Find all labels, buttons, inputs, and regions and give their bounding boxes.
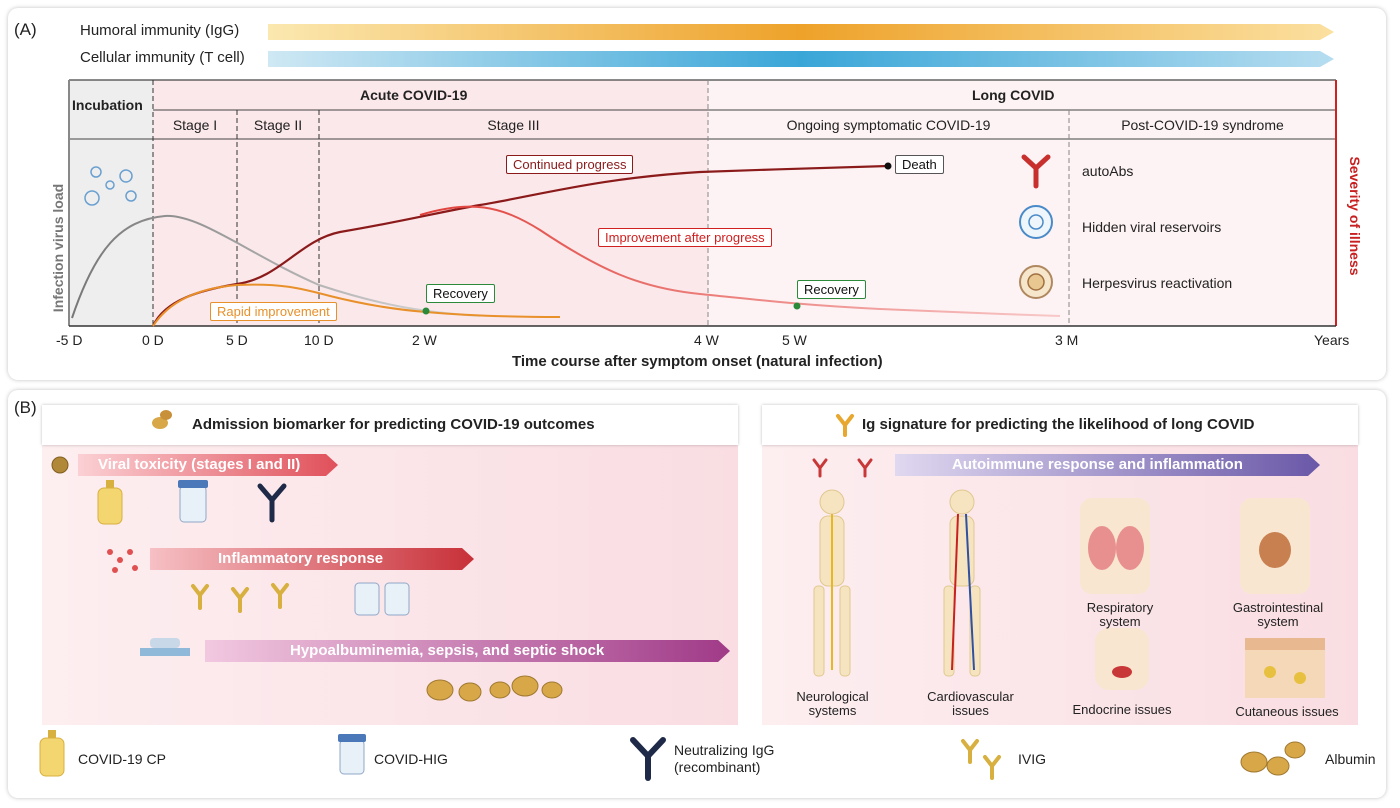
phase-long: Long COVID	[972, 87, 1055, 103]
autoimmune-arrow	[895, 454, 1320, 476]
viral-toxicity-label: Viral toxicity (stages I and II)	[98, 456, 301, 473]
phase-incubation: Incubation	[72, 97, 143, 113]
respiratory-figure	[1080, 498, 1150, 594]
panel-a-label: (A)	[14, 20, 37, 39]
cardiovascular-figure	[943, 489, 981, 677]
cytokine-dots-icon	[107, 549, 138, 573]
inflammatory-label: Inflammatory response	[218, 550, 384, 567]
stage-1: Stage I	[172, 117, 218, 133]
y-axis-left-title: Infection virus load	[50, 183, 66, 313]
legend-nab-icon	[630, 737, 666, 781]
legend-ivig-label: IVIG	[1018, 751, 1047, 767]
tag-continued-progress: Continued progress	[506, 155, 634, 174]
rapid-improvement-curve	[152, 283, 561, 327]
tick-label: 2 W	[412, 332, 437, 348]
endocrine-figure	[1095, 628, 1149, 690]
hypoalbuminemia-arrow	[205, 640, 730, 662]
tick-label: 10 D	[304, 332, 334, 348]
tag-improvement: Improvement after progress	[598, 228, 772, 247]
stage-2: Stage II	[253, 117, 303, 133]
panel-b-graphics	[39, 410, 1325, 781]
recovery-dot-2	[793, 302, 801, 310]
organ-gi-label: Gastrointestinal system	[1232, 600, 1324, 629]
right-header-text: Ig signature for predicting the likeliho…	[862, 416, 1255, 433]
virus-blue-icon	[1019, 205, 1053, 239]
albumin-cluster-icon	[426, 675, 563, 702]
humoral-label: Humoral immunity (IgG)	[80, 22, 240, 39]
organ-endo-label: Endocrine issues	[1072, 702, 1172, 717]
tick-label: 3 M	[1055, 332, 1079, 348]
inflammatory-arrow	[150, 548, 474, 570]
convalescent-plasma-bag-icon	[97, 480, 123, 525]
tick-label: 0 D	[142, 332, 164, 348]
virus-icon	[51, 456, 69, 474]
legend-hig-label: COVID-HIG	[374, 751, 448, 767]
tick-label: 4 W	[694, 332, 719, 348]
skin-figure	[1245, 638, 1325, 698]
panel-a-graphics	[68, 24, 1337, 327]
tick-label: Years	[1314, 332, 1350, 348]
left-header-text: Admission biomarker for predicting COVID…	[192, 416, 595, 433]
hig-vial-icon	[178, 480, 208, 523]
hig-vials-icon	[354, 582, 410, 616]
tick-label: 5 D	[226, 332, 248, 348]
legend-cp-icon	[39, 730, 65, 777]
legend-albumin-label: Albumin	[1325, 751, 1376, 767]
legend-hig-icon	[338, 734, 366, 775]
herpesvirus-icon	[1019, 265, 1053, 299]
death-dot	[884, 162, 892, 170]
side-reservoirs: Hidden viral reservoirs	[1082, 219, 1222, 235]
side-herpes: Herpesvirus reactivation	[1082, 275, 1233, 291]
tag-recovery-2: Recovery	[797, 280, 866, 299]
side-autoabs: autoAbs	[1082, 163, 1134, 179]
tick-label: 5 W	[782, 332, 807, 348]
tag-death: Death	[895, 155, 944, 174]
tag-rapid-improvement: Rapid improvement	[210, 302, 337, 321]
autoimmune-label: Autoimmune response and inflammation	[952, 456, 1243, 473]
antibody-red-icon	[1021, 154, 1051, 189]
tick-label: -5 D	[56, 332, 83, 348]
viral-toxicity-arrow	[78, 454, 338, 476]
x-axis-title: Time course after symptom onset (natural…	[512, 353, 883, 370]
organ-resp-label: Respiratory system	[1086, 600, 1154, 629]
hypoalbuminemia-label: Hypoalbuminemia, sepsis, and septic shoc…	[290, 642, 605, 659]
organ-neuro-label: Neurological systems	[796, 689, 869, 718]
organ-cutaneous-label: Cutaneous issues	[1235, 704, 1339, 719]
stage-post: Post-COVID-19 syndrome	[1121, 117, 1284, 133]
virus-cluster-icon	[84, 166, 137, 206]
legend-albumin-icon	[1240, 741, 1306, 776]
phase-acute: Acute COVID-19	[360, 87, 468, 103]
improvement-curve	[419, 205, 1061, 317]
panel-b-label: (B)	[14, 398, 37, 417]
incubation-bg	[69, 80, 153, 326]
stage-3: Stage III	[487, 117, 540, 133]
hospital-bed-icon	[140, 638, 190, 656]
gastrointestinal-figure	[1240, 498, 1310, 594]
ivig-cluster-icon	[191, 583, 289, 613]
virus-load-curve	[71, 214, 481, 319]
cellular-arrow	[268, 51, 1334, 67]
cellular-label: Cellular immunity (T cell)	[80, 49, 245, 66]
humoral-arrow	[268, 24, 1334, 40]
legend-cp-label: COVID-19 CP	[78, 751, 166, 767]
legend-ivig-icon	[961, 739, 1001, 780]
legend-nab-label: Neutralizing IgG (recombinant)	[674, 742, 775, 775]
tag-recovery-1: Recovery	[426, 284, 495, 303]
neutralizing-antibody-icon	[257, 483, 287, 523]
stage-ongoing: Ongoing symptomatic COVID-19	[786, 117, 991, 133]
y-axis-right-title: Severity of illness	[1347, 156, 1363, 276]
albumin-header-icon	[152, 410, 172, 429]
ivig-header-icon	[836, 414, 854, 437]
organ-cardio-label: Cardiovascular issues	[927, 689, 1014, 718]
recovery-dot-1	[422, 307, 430, 315]
right-header	[762, 405, 1358, 445]
autoantibody-cluster-icon	[812, 458, 873, 478]
